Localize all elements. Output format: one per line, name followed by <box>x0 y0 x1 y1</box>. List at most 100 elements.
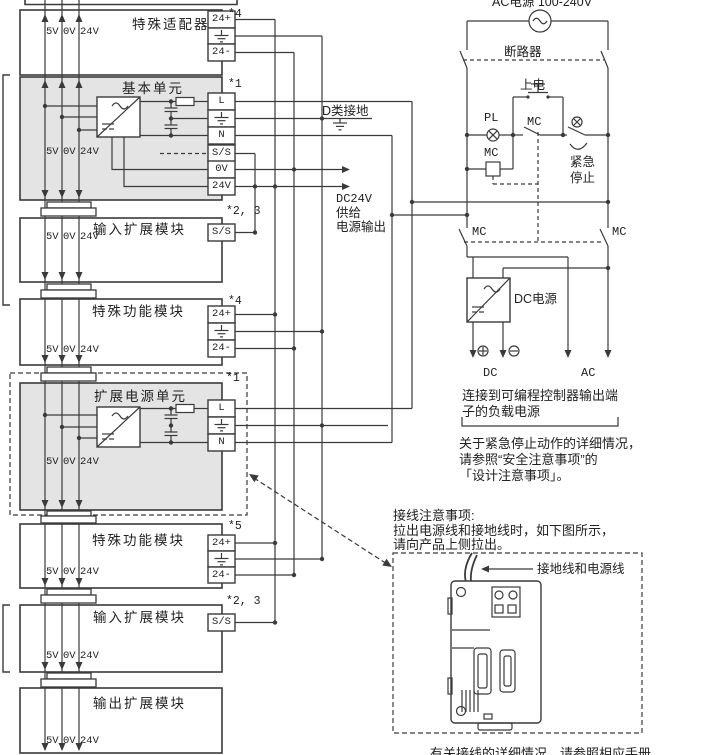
terminal-blocks <box>207 10 236 632</box>
module-label-special2: 特殊功能模块 <box>92 533 185 548</box>
estop-label-2: 停止 <box>570 171 596 185</box>
extension-connectors <box>40 201 97 688</box>
module-label-base: 基本单元 <box>122 81 184 96</box>
circuit-breaker <box>459 50 609 69</box>
rail-label-24v: 24V <box>80 456 99 468</box>
breaker-label: 断路器 <box>504 45 542 59</box>
d-class-ground-icon <box>333 118 347 131</box>
footnote-special2: *5 <box>228 520 242 533</box>
callout-arrow <box>249 474 392 567</box>
terminal-l-base: L <box>218 95 225 107</box>
cut-top-module-box <box>24 0 238 6</box>
rail-label-5v: 5V <box>46 735 59 747</box>
rail-label-0v: 0V <box>63 26 76 38</box>
ground-icon <box>214 553 229 566</box>
footnote-special1: *4 <box>228 295 242 308</box>
group-brackets <box>2 74 10 673</box>
extpsu-dashed-enclosure <box>9 372 248 516</box>
power-on-button <box>512 83 564 135</box>
rail-label-24v: 24V <box>80 146 99 158</box>
dc24v-output-label-2: 供给 <box>336 206 362 220</box>
rail-label-0v: 0V <box>63 344 76 356</box>
ac-source-label: AC电源 100-240V <box>492 0 593 9</box>
estop-note-line3: 「设计注意事项」。 <box>459 468 570 483</box>
rail-label-24v: 24V <box>80 231 99 243</box>
ac-control-circuit <box>392 9 609 352</box>
figure-dashed-box <box>392 552 643 734</box>
terminal-24plus-special2: 24+ <box>212 537 231 549</box>
output-arrows <box>469 350 612 358</box>
footnote-input2: *2, 3 <box>226 595 261 608</box>
pilot-lamp-icon <box>467 128 513 142</box>
footnote-extpsu: *1 <box>226 372 240 385</box>
rail-label-5v: 5V <box>46 650 59 662</box>
terminal-24plus-adapter: 24+ <box>212 13 231 25</box>
terminal-ss-input1: S/S <box>212 226 231 238</box>
terminal-ss-base: S/S <box>212 147 231 159</box>
terminal-n-base: N <box>218 129 225 141</box>
bottom-clipped-text: 有关接线的详细情况，请参照相应手册 <box>430 746 652 755</box>
module-label-output1: 输出扩展模块 <box>93 696 186 711</box>
rail-flow-arrows <box>41 14 83 751</box>
rail-label-0v: 0V <box>63 650 76 662</box>
estop-note-line2: 请参照“安全注意事项”的 <box>459 452 598 467</box>
wiring-note-line3: 请向产品上侧拉出。 <box>393 537 511 552</box>
footnote-base: *1 <box>228 78 242 91</box>
estop-label-1: 紧急 <box>570 155 596 169</box>
dc-power-circuit <box>461 256 619 427</box>
dc-label: DC <box>483 366 498 380</box>
terminal-24v-base: 24V <box>212 180 231 192</box>
module-box-output1 <box>19 687 223 754</box>
footnote-adapter: *4 <box>228 8 242 21</box>
ground-icon <box>214 419 229 432</box>
rail-label-5v: 5V <box>46 344 59 356</box>
load-bracket <box>461 417 619 427</box>
dc-supply-converter <box>466 277 511 323</box>
wiring-note-line2: 拉出电源线和接地线时，如下图所示， <box>393 523 615 538</box>
plc-unit-drawing <box>447 580 542 731</box>
mc-main-left-label: MC <box>472 225 487 239</box>
ground-icons <box>214 30 347 566</box>
module-label-input2: 输入扩展模块 <box>93 610 186 625</box>
rail-label-0v: 0V <box>63 231 76 243</box>
footnote-input1: *2, 3 <box>226 205 261 218</box>
d-class-ground-label: D类接地 <box>322 104 369 118</box>
pullout-wire-label: 接地线和电源线 <box>537 562 625 576</box>
module-box-special2 <box>19 523 223 589</box>
base-psu-converter <box>45 96 208 188</box>
fuse <box>175 96 195 107</box>
rail-label-5v: 5V <box>46 146 59 158</box>
minus-icon <box>508 345 520 357</box>
mc-aux-contact <box>513 126 563 136</box>
rail-label-24v: 24V <box>80 650 99 662</box>
plus-icon <box>477 345 489 357</box>
mc-main-contact-left <box>458 228 468 247</box>
module-label-extpsu: 扩展电源单元 <box>94 389 187 404</box>
rail-label-24v: 24V <box>80 26 99 38</box>
ground-icon <box>214 30 229 43</box>
power-on-label: 上电 <box>520 78 546 92</box>
module-boxes <box>9 0 248 754</box>
rail-label-0v: 0V <box>63 735 76 747</box>
dc24v-output-label-1: DC24V <box>336 192 373 206</box>
left-arrow-icon <box>481 565 489 573</box>
rail-label-24v: 24V <box>80 566 99 578</box>
rail-label-0v: 0V <box>63 146 76 158</box>
terminal-24plus-special1: 24+ <box>212 308 231 320</box>
ac-label: AC <box>581 366 596 380</box>
terminal-0v-base: 0V <box>215 163 228 175</box>
module-box-base <box>19 76 223 201</box>
module-box-input2 <box>19 604 223 673</box>
emergency-stop-button <box>563 116 608 150</box>
terminal-24minus-special1: 24- <box>212 342 231 354</box>
rail-label-24v: 24V <box>80 735 99 747</box>
ground-icon <box>214 112 229 125</box>
load-note-line1: 连接到可编程控制器输出端 <box>462 388 619 403</box>
mc-linkage <box>464 132 604 243</box>
mc-coil-label: MC <box>484 146 499 160</box>
terminal-n-extpsu: N <box>218 436 225 448</box>
mc-main-contact-right <box>599 228 609 247</box>
terminal-24minus-adapter: 24- <box>212 46 231 58</box>
pl-label: PL <box>484 111 499 125</box>
